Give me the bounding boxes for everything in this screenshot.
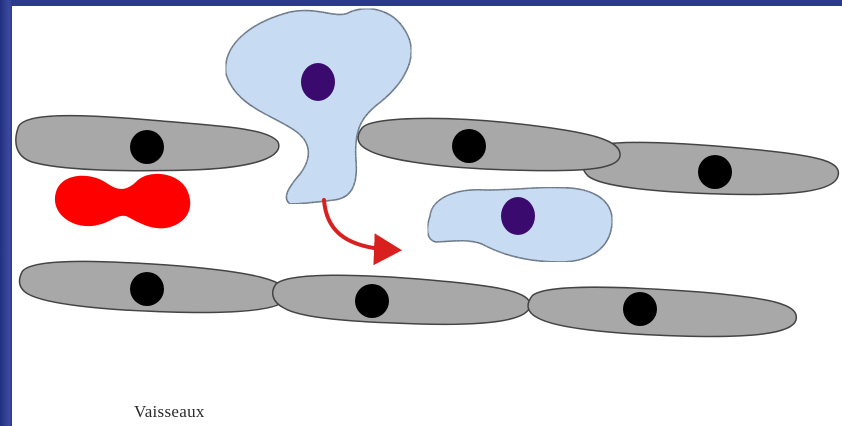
leukocyte-nucleus — [501, 197, 535, 235]
endothelial-cell-top-right-1 — [358, 118, 620, 170]
leukocyte-nucleus — [301, 63, 335, 101]
diapedesis-diagram — [12, 6, 842, 426]
endothelial-cell-bottom-middle — [273, 275, 530, 324]
curved-arrow-icon — [324, 200, 394, 250]
leukocyte-transmigrating — [226, 9, 412, 204]
diagram-panel: Vaisseaux — [12, 6, 842, 426]
red-blood-cell — [55, 174, 190, 228]
endothelial-cell-top-right-2 — [582, 142, 839, 194]
endothelial-nucleus — [355, 284, 389, 318]
endothelial-cell-top-left — [16, 116, 279, 171]
endothelial-nucleus — [698, 155, 732, 189]
endothelial-nucleus — [623, 292, 657, 326]
endothelial-nucleus — [130, 272, 164, 306]
endothelial-nucleus — [130, 130, 164, 164]
leukocyte-migrated — [428, 187, 613, 262]
endothelial-cell-bottom-left — [20, 261, 289, 312]
endothelial-cell-bottom-right — [528, 287, 796, 336]
endothelial-nucleus — [452, 129, 486, 163]
vessel-caption: Vaisseaux — [134, 402, 205, 422]
